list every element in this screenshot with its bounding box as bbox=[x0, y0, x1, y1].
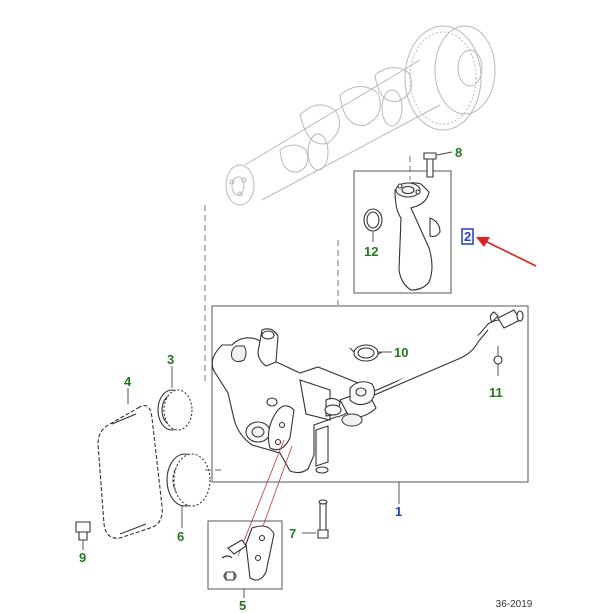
leader-8 bbox=[436, 151, 453, 156]
bolt-7 bbox=[317, 499, 329, 539]
oil-sensor-harness bbox=[371, 309, 524, 397]
camshaft-sprocket bbox=[157, 389, 193, 431]
bolt-8 bbox=[423, 152, 437, 178]
callout-9: 9 bbox=[79, 550, 86, 565]
tensioner-kit-frame bbox=[207, 520, 283, 590]
tensioner-kit bbox=[221, 525, 275, 581]
oil-pickup-tube bbox=[394, 182, 441, 291]
timing-chain bbox=[97, 405, 163, 539]
callout-2: 2 bbox=[464, 229, 471, 244]
highlight-box-2 bbox=[461, 228, 474, 245]
oil-pump-frame bbox=[211, 305, 529, 483]
oil-sensor-unit bbox=[349, 381, 376, 406]
callout-10: 10 bbox=[394, 345, 408, 360]
tensioner-arm bbox=[267, 405, 295, 451]
callout-8: 8 bbox=[455, 145, 462, 160]
oil-pump-body bbox=[211, 328, 377, 474]
o-ring-12 bbox=[363, 208, 383, 232]
gasket-10 bbox=[349, 344, 383, 362]
callout-3: 3 bbox=[167, 352, 174, 367]
callout-11: 11 bbox=[489, 385, 503, 400]
bolt-9 bbox=[75, 521, 91, 541]
callout-4: 4 bbox=[124, 374, 132, 389]
camshaft-ghost bbox=[225, 25, 496, 206]
callout-7: 7 bbox=[289, 526, 296, 541]
pickup-tube-frame bbox=[353, 170, 452, 294]
callout-1: 1 bbox=[395, 504, 402, 519]
crankshaft-sprocket bbox=[166, 453, 211, 507]
red-leader-2 bbox=[257, 445, 293, 541]
red-leader-1 bbox=[237, 439, 285, 557]
callout-12: 12 bbox=[364, 244, 378, 259]
document-reference: 36-2019 bbox=[496, 599, 533, 610]
clip-11 bbox=[493, 355, 503, 365]
callout-5: 5 bbox=[239, 598, 246, 613]
red-arrow bbox=[476, 237, 537, 267]
callout-6: 6 bbox=[177, 529, 184, 544]
